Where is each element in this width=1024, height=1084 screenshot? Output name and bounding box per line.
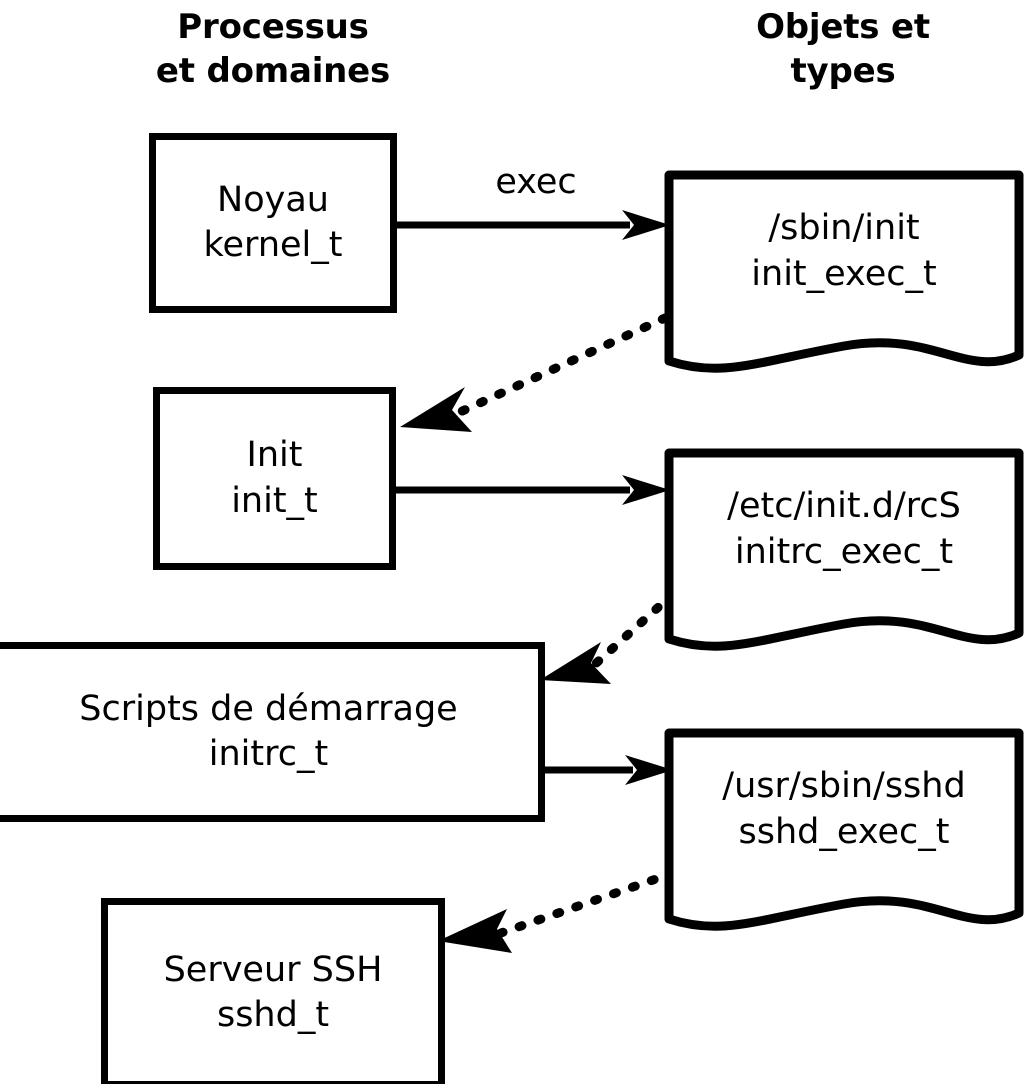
column-header-processes: Processus et domaines <box>155 7 391 91</box>
process-box-initrc[interactable]: Scripts de démarrage initrc_t <box>0 642 545 822</box>
edge-sshd-exec-transition-sshd <box>435 865 685 965</box>
column-header-objects: Objets et types <box>756 7 930 91</box>
object-doc-sshd-exec[interactable] <box>664 728 1024 943</box>
edge-initrc-exec-transition-initrc <box>535 586 685 696</box>
process-box-sshd[interactable]: Serveur SSH sshd_t <box>101 898 445 1084</box>
process-label-sshd: Serveur SSH sshd_t <box>163 949 383 1036</box>
edge-init-exec-transition-init <box>390 310 680 435</box>
edge-initrc-exec-sshd-exec <box>538 755 688 815</box>
object-doc-initrc-exec[interactable] <box>664 448 1024 663</box>
edge-kernel-exec-init-exec <box>390 210 680 270</box>
process-box-init[interactable]: Init init_t <box>153 387 396 570</box>
process-label-initrc: Scripts de démarrage initrc_t <box>79 688 458 775</box>
edge-init-exec-initrc-exec <box>390 475 680 535</box>
process-box-kernel[interactable]: Noyau kernel_t <box>149 133 397 313</box>
process-label-init: Init init_t <box>231 435 318 521</box>
process-label-kernel: Noyau kernel_t <box>203 179 343 266</box>
object-doc-init-exec[interactable] <box>664 170 1024 385</box>
edge-label-exec: exec <box>495 162 577 202</box>
